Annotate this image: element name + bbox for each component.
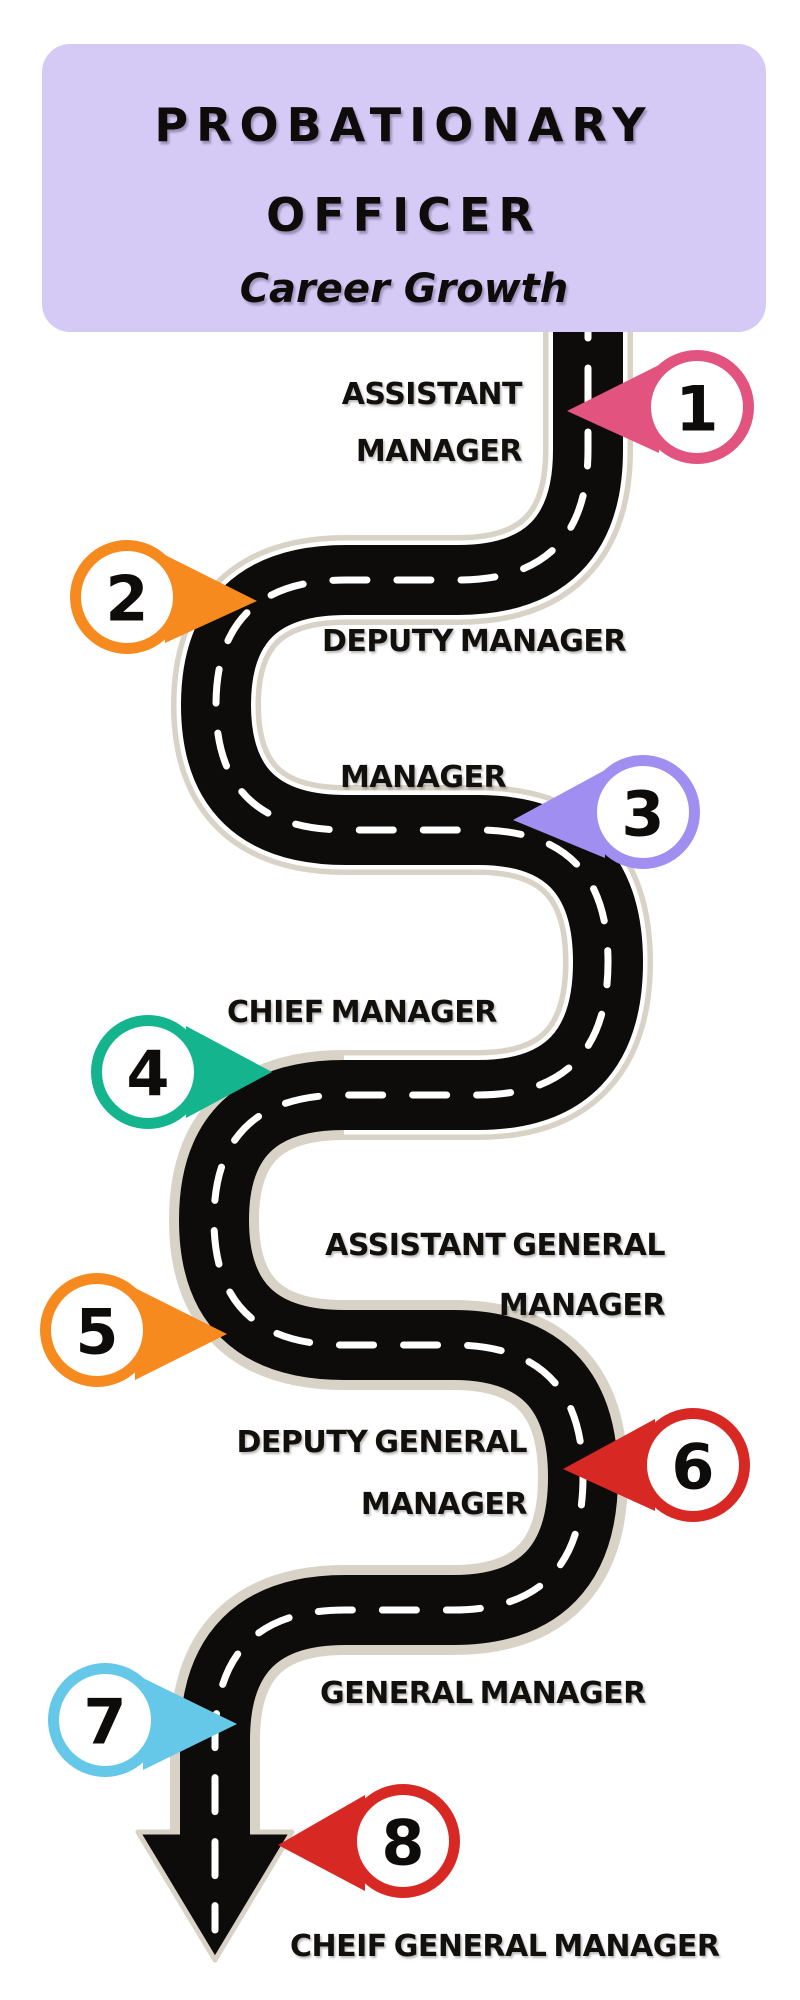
pin-3-number: 3 (621, 778, 664, 851)
stage-label-general-manager: GENERAL MANAGER (320, 1664, 646, 1724)
stage-label-line: MANAGER (498, 1288, 666, 1323)
pin-7-face (59, 1674, 151, 1766)
stage-label-cheif-general-manager: CHEIF GENERAL MANAGER (290, 1917, 720, 1977)
stage-label-deputy-general-manager: DEPUTY GENERAL MANAGER (236, 1412, 527, 1536)
pin-8: 8 (278, 1784, 460, 1898)
pin-6-number: 6 (671, 1431, 714, 1504)
pin-5-face (51, 1284, 143, 1376)
pin-5-number: 5 (75, 1296, 118, 1369)
pin-4: 4 (91, 1015, 272, 1129)
stage-label-manager: MANAGER (340, 748, 507, 808)
pin-7: 7 (48, 1663, 237, 1777)
pin-1: 1 (567, 350, 754, 464)
stage-label-line: DEPUTY GENERAL (236, 1425, 527, 1460)
stage-label-line: DEPUTY MANAGER (322, 624, 627, 659)
stage-label-deputy-manager: DEPUTY MANAGER (322, 612, 627, 672)
pin-4-face (102, 1026, 194, 1118)
page-title-line1: PROBATIONARY (154, 98, 654, 152)
pin-8-pointer-icon (278, 1795, 365, 1891)
pin-3-face (597, 766, 689, 858)
pin-8-number: 8 (381, 1807, 424, 1880)
road (135, 236, 654, 1963)
pin-2-pointer-icon (165, 555, 257, 643)
stage-label-line: GENERAL MANAGER (320, 1676, 646, 1711)
pin-7-number: 7 (83, 1686, 126, 1759)
page-subtitle: Career Growth (239, 266, 569, 312)
pin-6-face (647, 1419, 739, 1511)
pin-6: 6 (563, 1408, 750, 1522)
stage-label-line: CHEIF GENERAL MANAGER (290, 1929, 720, 1964)
pin-1-face (651, 361, 743, 453)
pin-8-face (357, 1795, 449, 1887)
header-card: PROBATIONARY OFFICER Career Growth (42, 44, 766, 332)
pin-2: 2 (70, 540, 257, 654)
stage-label-assistant-manager: ASSISTANT MANAGER (341, 366, 523, 480)
stage-label-line: MANAGER (340, 760, 507, 795)
pin-5: 5 (40, 1273, 227, 1387)
stage-label-line: MANAGER (355, 434, 523, 469)
pin-5-pointer-icon (135, 1288, 227, 1380)
pin-3-pointer-icon (513, 770, 605, 858)
pin-2-number: 2 (105, 563, 148, 636)
pin-3: 3 (513, 755, 700, 869)
pin-2-face (81, 551, 173, 643)
page-title-line2: OFFICER (266, 188, 542, 242)
stage-label-chief-manager: CHIEF MANAGER (227, 983, 497, 1043)
road-center-dashes (210, 236, 612, 1934)
pin-4-number: 4 (126, 1038, 169, 1111)
stage-label-assistant-general-manager: ASSISTANT GENERAL MANAGER (325, 1216, 665, 1336)
stage-label-line: MANAGER (360, 1487, 528, 1522)
pin-7-pointer-icon (143, 1678, 237, 1770)
stage-label-line: ASSISTANT (341, 377, 523, 412)
pin-4-pointer-icon (186, 1026, 272, 1118)
pin-1-number: 1 (675, 373, 718, 446)
pin-6-pointer-icon (563, 1419, 655, 1511)
stage-label-line: CHIEF MANAGER (227, 995, 497, 1030)
stage-label-line: ASSISTANT GENERAL (325, 1228, 665, 1263)
pin-1-pointer-icon (567, 365, 659, 453)
